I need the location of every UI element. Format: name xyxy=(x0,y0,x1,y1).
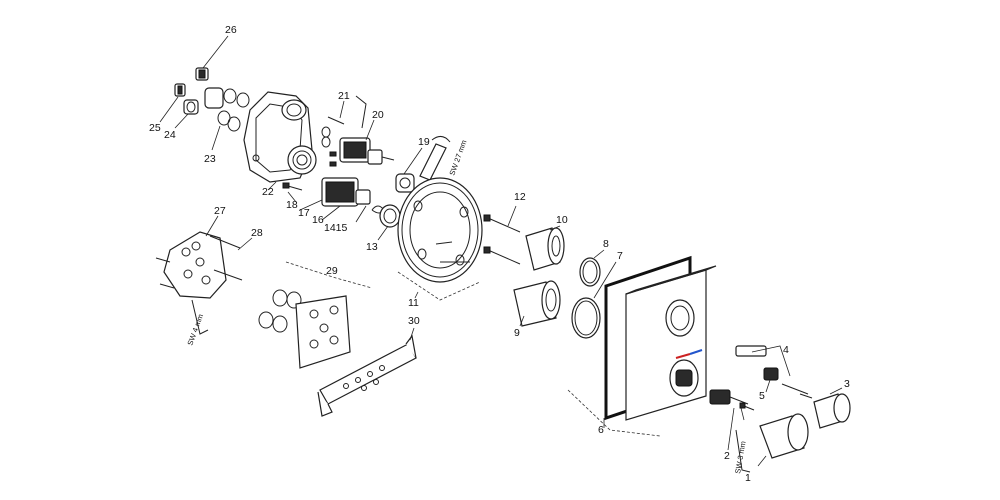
label-5: 5 xyxy=(759,390,765,402)
label-19: 19 xyxy=(418,136,430,148)
label-25: 25 xyxy=(149,122,161,134)
label-10: 10 xyxy=(556,214,568,226)
label-30: 30 xyxy=(408,315,420,327)
label-13: 13 xyxy=(366,241,378,253)
label-22: 22 xyxy=(262,186,274,198)
label-16: 16 xyxy=(312,214,324,226)
label-11: 11 xyxy=(408,297,419,309)
part-10-sleeve xyxy=(525,225,565,271)
label-18: 18 xyxy=(286,199,298,211)
part-9-sleeve xyxy=(513,280,561,327)
part-19-nut xyxy=(395,136,451,193)
label-27: 27 xyxy=(214,205,226,217)
tool-label-sw27: SW 27 mm xyxy=(447,139,468,177)
label-26: 26 xyxy=(225,24,237,36)
part-23-cylinder-and-seals xyxy=(204,87,250,151)
part-26-fitting xyxy=(195,35,229,81)
part-27-mounting-bracket xyxy=(155,215,253,335)
tool-label-sw4: SW 4 mm xyxy=(185,313,205,347)
part-7-oring xyxy=(571,261,617,339)
label-2: 2 xyxy=(724,450,730,462)
part-5-element xyxy=(709,389,749,421)
part-22-valve-body xyxy=(243,91,317,191)
label-7: 7 xyxy=(617,250,623,262)
label-29: 29 xyxy=(326,265,338,277)
part-3-knob xyxy=(799,387,851,429)
label-1: 1 xyxy=(745,472,751,484)
label-6: 6 xyxy=(598,424,604,436)
tool-label-sw3: SW 3 mm xyxy=(733,440,748,474)
label-28: 28 xyxy=(251,227,263,239)
label-12: 12 xyxy=(514,191,526,203)
part-18-screw xyxy=(282,182,303,203)
part-1-knob xyxy=(757,413,809,467)
label-21: 21 xyxy=(338,90,350,102)
part-21-pin xyxy=(327,95,367,129)
part-6-trim-plate xyxy=(567,255,717,437)
part-4-extension xyxy=(735,345,809,395)
part-12-screws xyxy=(483,205,521,265)
part-11-plaster-guard xyxy=(397,177,483,301)
part-labels: 1 2 3 4 5 6 7 8 9 10 11 12 13 1415 16 17… xyxy=(149,24,850,484)
part-29-seals-and-plate xyxy=(258,261,373,369)
label-24: 24 xyxy=(164,129,176,141)
label-17: 17 xyxy=(298,207,310,219)
part-25-fitting xyxy=(159,83,186,123)
part-30-rail xyxy=(317,327,417,417)
tool-allen-key-3mm xyxy=(735,429,751,473)
part-20-cartridge xyxy=(321,119,395,167)
label-9: 9 xyxy=(514,327,520,339)
label-23: 23 xyxy=(204,153,216,165)
part-13-ring xyxy=(377,204,401,241)
part-8-oring xyxy=(579,249,605,287)
label-20: 20 xyxy=(372,109,384,121)
part-24-bushing xyxy=(174,99,199,129)
label-4: 4 xyxy=(783,344,789,356)
part-2-screw xyxy=(727,402,755,451)
label-8: 8 xyxy=(603,238,609,250)
part-16-cartridge xyxy=(299,177,371,221)
label-3: 3 xyxy=(844,378,850,390)
label-14-15: 1415 xyxy=(324,222,348,234)
